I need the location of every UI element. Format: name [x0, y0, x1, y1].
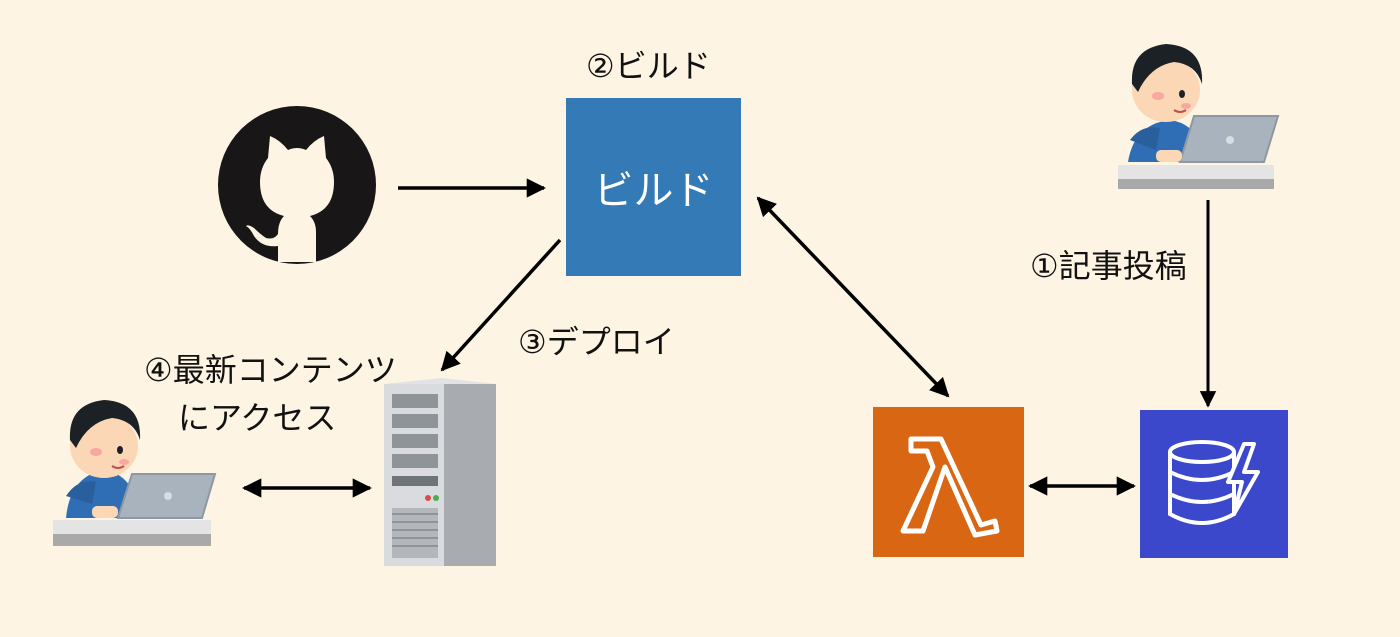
- aws-dynamodb-icon: [1168, 440, 1260, 525]
- reader-person-at-laptop-icon: [53, 400, 217, 546]
- step-post-label: ①記事投稿: [1030, 247, 1187, 285]
- arrow-build-lambda: [756, 196, 950, 398]
- step-deploy-label: ③デプロイ: [518, 323, 675, 361]
- step-access-label-line1: ④最新コンテンツ: [144, 351, 397, 389]
- aws-dynamodb-box: [1140, 410, 1288, 558]
- build-box-label: ビルド: [593, 168, 714, 214]
- aws-lambda-icon: [900, 436, 1000, 538]
- aws-lambda-box: [873, 407, 1024, 557]
- arrow-build-to-server: [440, 238, 562, 372]
- step-access-label-line2: にアクセス: [178, 399, 337, 437]
- author-person-at-laptop-icon: [1118, 44, 1280, 189]
- server-tower-icon: [384, 378, 496, 566]
- github-octocat-icon: [218, 106, 376, 264]
- step-build-label: ②ビルド: [586, 47, 711, 85]
- build-service-box: ビルド: [566, 98, 741, 276]
